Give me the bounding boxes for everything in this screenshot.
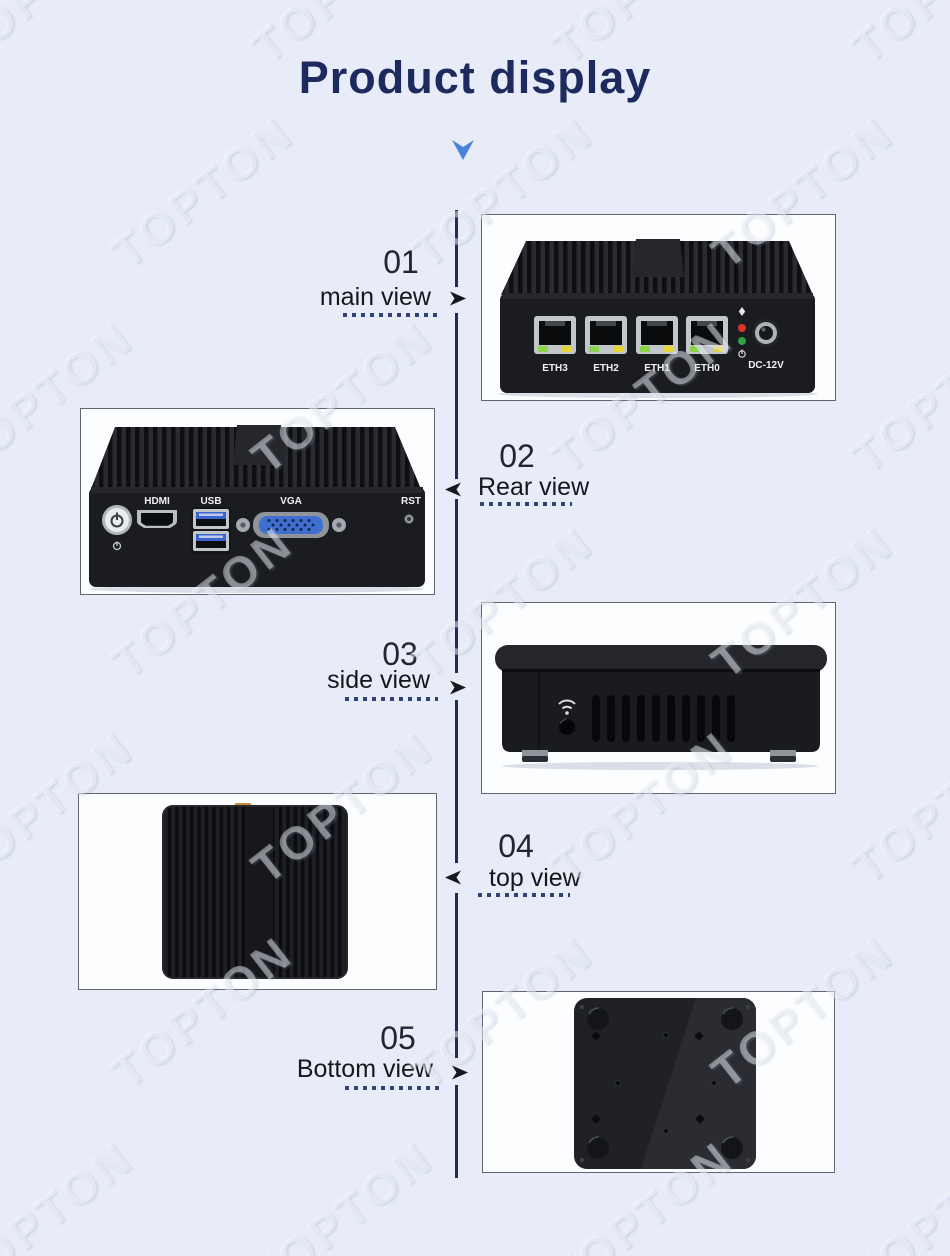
watermark-text: TOPTON <box>841 1130 950 1256</box>
vga-label: VGA <box>280 496 302 507</box>
status-led-icons <box>738 307 746 358</box>
main-view-render: ETH3 ETH2 ETH1 ETH0 DC-12V <box>498 239 818 398</box>
main-view-photo: ETH3 ETH2 ETH1 ETH0 DC-12V <box>481 214 836 401</box>
section-number-04: 04 <box>498 828 534 864</box>
eth1-label: ETH1 <box>644 363 670 374</box>
rst-label: RST <box>401 496 421 507</box>
timeline-line <box>455 313 458 479</box>
section-number-02: 02 <box>499 438 535 474</box>
dc-label: DC-12V <box>748 360 784 371</box>
foot <box>770 750 796 762</box>
led-red <box>738 324 746 332</box>
dc-jack <box>752 319 780 347</box>
corner-screws <box>579 1004 751 1163</box>
vent-slots <box>592 695 735 742</box>
arrow-right-icon <box>452 1065 468 1080</box>
watermark-text: TOPTON <box>841 310 950 484</box>
timeline-line <box>455 1085 458 1178</box>
led-green <box>738 337 746 345</box>
section-label-main-view: main view <box>319 283 431 311</box>
antenna-hole <box>559 718 575 735</box>
dotted-underline <box>478 893 570 897</box>
center-band <box>246 806 273 978</box>
vga-port <box>236 512 346 538</box>
timeline-line <box>455 210 458 287</box>
section-number-03: 03 <box>382 636 418 672</box>
reset-pinhole <box>404 514 414 524</box>
arrow-left-icon <box>445 870 461 885</box>
dotted-underline <box>345 1086 440 1090</box>
section-number-05: 05 <box>380 1020 416 1056</box>
section-label-rear-view: Rear view <box>478 473 590 501</box>
rear-view-photo: HDMI USB VGA <box>80 408 435 595</box>
dotted-underline <box>480 502 572 506</box>
page-title: Product display <box>298 52 652 103</box>
device-body <box>502 669 820 752</box>
watermark-text: TOPTON <box>101 105 303 279</box>
usb-label: USB <box>200 496 221 507</box>
section-label-bottom-view: Bottom view <box>296 1055 433 1083</box>
usb-ports <box>191 507 231 554</box>
ethernet-port-eth2 <box>585 316 627 354</box>
bottom-view-render <box>574 998 756 1169</box>
chevron-down-icon <box>452 140 474 165</box>
arrow-left-icon <box>445 482 461 497</box>
power-button <box>102 505 132 551</box>
section-label-side-view: side view <box>327 666 430 694</box>
rear-view-render: HDMI USB VGA <box>89 425 425 593</box>
eth0-label: ETH0 <box>694 363 720 374</box>
hdmi-label: HDMI <box>144 496 170 507</box>
section-label-top-view: top view <box>489 864 581 892</box>
wifi-icon <box>558 699 576 715</box>
watermark-text: TOPTON <box>241 1130 443 1256</box>
bottom-view-photo <box>482 991 835 1173</box>
side-view-photo <box>481 602 836 794</box>
eth2-label: ETH2 <box>593 363 619 374</box>
watermark-text: TOPTON <box>841 720 950 894</box>
watermark-text: TOPTON <box>0 1130 143 1256</box>
feet <box>587 1007 743 1159</box>
top-view-photo <box>78 793 437 990</box>
device-lid <box>495 645 827 672</box>
arrow-right-icon <box>450 291 466 306</box>
timeline-line <box>455 700 458 863</box>
top-view-render <box>162 803 348 979</box>
dotted-underline <box>343 313 438 317</box>
dotted-underline <box>345 697 438 701</box>
ethernet-port-eth0 <box>686 316 728 354</box>
timeline-line <box>455 499 458 673</box>
timeline-line <box>455 893 458 1058</box>
section-number-01: 01 <box>383 244 419 280</box>
hdmi-port <box>137 510 177 528</box>
activity-icon <box>738 307 746 316</box>
ethernet-port-eth3 <box>534 316 576 354</box>
arrow-right-icon <box>450 680 466 695</box>
side-view-render <box>495 645 827 770</box>
eth3-label: ETH3 <box>542 363 568 374</box>
ethernet-port-eth1 <box>636 316 678 354</box>
foot <box>522 750 548 762</box>
